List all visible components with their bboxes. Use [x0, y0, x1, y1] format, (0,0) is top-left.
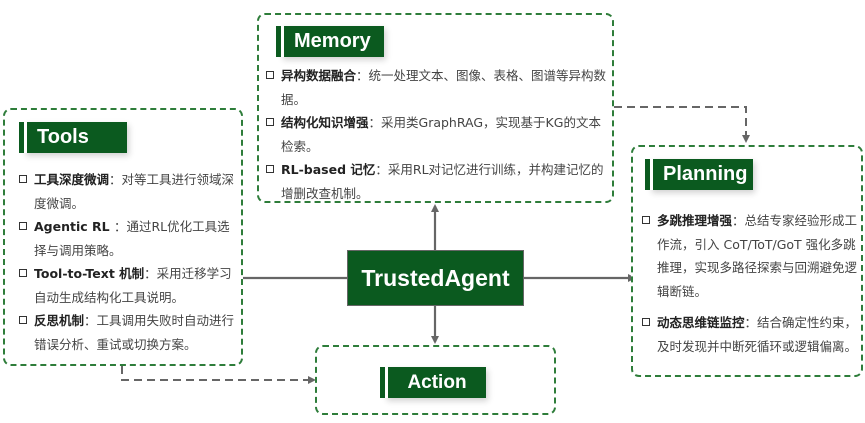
memory-item: 异构数据融合：统一处理文本、图像、表格、图谱等异构数据。 [265, 64, 610, 111]
planning-panel: Planning 多跳推理增强：总结专家经验形成工作流，引入 CoT/ToT/G… [631, 145, 863, 377]
checkbox-icon [19, 316, 27, 324]
action-title: Action [385, 367, 486, 398]
checkbox-icon [19, 175, 27, 183]
dashed-memory-to-planning [614, 106, 750, 143]
checkbox-icon [642, 216, 650, 224]
trusted-agent-node: TrustedAgent [347, 250, 524, 306]
tools-item: Tool-to-Text 机制：采用迁移学习自动生成结构化工具说明。 [18, 262, 240, 309]
tools-items: 工具深度微调：对等工具进行领域深度微调。 Agentic RL ：通过RL优化工… [18, 168, 240, 356]
tools-title: Tools [24, 122, 127, 153]
tools-item: 工具深度微调：对等工具进行领域深度微调。 [18, 168, 240, 215]
tools-panel: Tools 工具深度微调：对等工具进行领域深度微调。 Agentic RL ：通… [3, 108, 243, 366]
memory-items: 异构数据融合：统一处理文本、图像、表格、图谱等异构数据。 结构化知识增强：采用类… [265, 64, 610, 205]
planning-items: 多跳推理增强：总结专家经验形成工作流，引入 CoT/ToT/GoT 强化多跳推理… [641, 209, 861, 358]
planning-item: 动态思维链监控：结合确定性约束，及时发现并中断死循环或逻辑偏离。 [641, 311, 861, 358]
checkbox-icon [266, 71, 274, 79]
planning-title: Planning [650, 159, 753, 190]
dashed-tools-to-action [121, 366, 316, 384]
checkbox-icon [642, 318, 650, 326]
action-panel: Action [315, 345, 556, 415]
memory-item: RL-based 记忆：采用RL对记忆进行训练，并构建记忆的增删改查机制。 [265, 158, 610, 205]
checkbox-icon [266, 165, 274, 173]
memory-panel: Memory 异构数据融合：统一处理文本、图像、表格、图谱等异构数据。 结构化知… [257, 13, 614, 203]
checkbox-icon [19, 269, 27, 277]
planning-item: 多跳推理增强：总结专家经验形成工作流，引入 CoT/ToT/GoT 强化多跳推理… [641, 209, 861, 303]
checkbox-icon [19, 222, 27, 230]
tools-item: 反思机制：工具调用失败时自动进行错误分析、重试或切换方案。 [18, 309, 240, 356]
tools-item: Agentic RL ：通过RL优化工具选择与调用策略。 [18, 215, 240, 262]
checkbox-icon [266, 118, 274, 126]
memory-item: 结构化知识增强：采用类GraphRAG，实现基于KG的文本检索。 [265, 111, 610, 158]
memory-title: Memory [281, 26, 384, 57]
